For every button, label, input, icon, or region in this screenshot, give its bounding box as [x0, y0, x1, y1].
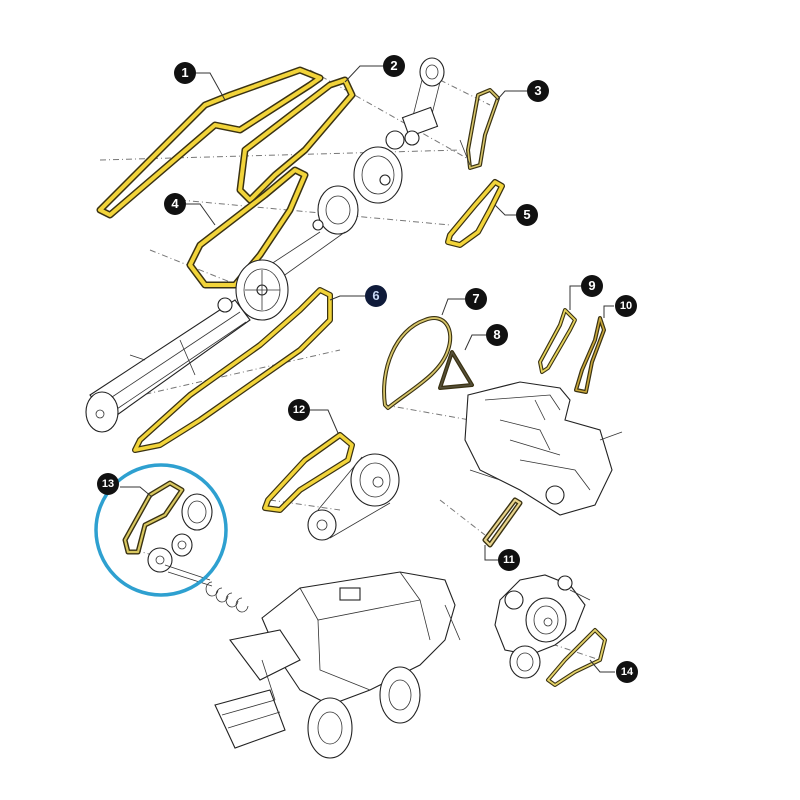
callout-2[interactable]: 2: [383, 55, 405, 77]
callout-9[interactable]: 9: [581, 275, 603, 297]
combine-harvester: [214, 571, 461, 759]
engine-accessory-drive: [494, 574, 591, 679]
callout-10[interactable]: 10: [615, 295, 637, 317]
belt-5[interactable]: [445, 179, 505, 248]
callout-4[interactable]: 4: [164, 193, 186, 215]
upper-pulley-assembly: [261, 57, 471, 283]
belt-6[interactable]: [132, 287, 333, 453]
belt-3[interactable]: [466, 88, 500, 170]
belt-14[interactable]: [546, 628, 607, 687]
belt-11[interactable]: [482, 497, 523, 548]
callout-1[interactable]: 1: [174, 62, 196, 84]
belt-12[interactable]: [262, 432, 355, 513]
callout-6[interactable]: 6: [365, 285, 387, 307]
callout-7[interactable]: 7: [465, 288, 487, 310]
callout-12[interactable]: 12: [288, 399, 310, 421]
belt-7[interactable]: [382, 316, 453, 410]
belt-10[interactable]: [574, 316, 606, 394]
engine-block: [464, 381, 623, 516]
highlight-ring: [94, 463, 228, 597]
belt-4[interactable]: [186, 166, 309, 289]
callout-8[interactable]: 8: [486, 324, 508, 346]
elevator-housing: [85, 259, 289, 433]
leader-lines: [120, 65, 615, 673]
belt-8[interactable]: [438, 350, 474, 390]
callout-5[interactable]: 5: [516, 204, 538, 226]
callout-3[interactable]: 3: [527, 80, 549, 102]
callout-13[interactable]: 13: [97, 473, 119, 495]
callout-11[interactable]: 11: [498, 549, 520, 571]
belt-9[interactable]: [538, 308, 577, 374]
idler-pulley-pair: [307, 453, 400, 541]
belt-1[interactable]: [96, 66, 324, 219]
belt-2[interactable]: [236, 76, 356, 204]
belt-13[interactable]: [122, 480, 185, 555]
callout-14[interactable]: 14: [616, 661, 638, 683]
gearbox-pulley-set: [147, 493, 249, 613]
